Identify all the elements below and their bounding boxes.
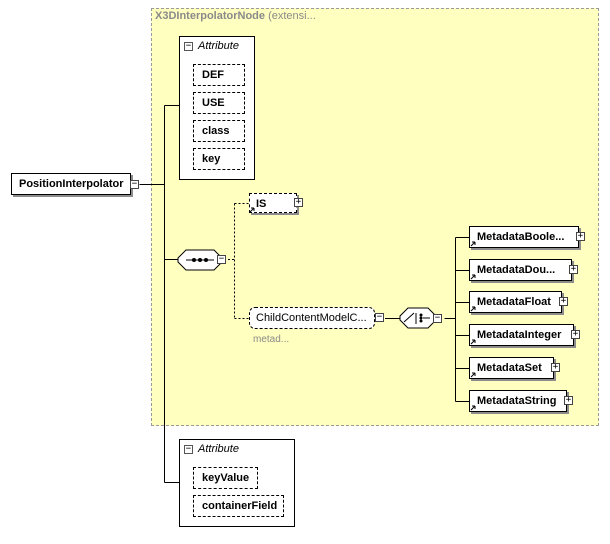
attribute-use[interactable]: USE <box>193 92 245 114</box>
attribute-collapse-icon[interactable]: − <box>184 444 193 454</box>
plus-icon[interactable]: + <box>559 296 568 306</box>
choice-element-metadata-set[interactable]: MetadataSet <box>469 357 554 379</box>
attribute-containerfield[interactable]: containerField <box>193 495 284 517</box>
attribute-class[interactable]: class <box>193 120 245 142</box>
is-element-label: IS <box>256 198 267 210</box>
choice-element-label: MetadataString <box>477 395 557 407</box>
attribute-collapse-icon[interactable]: − <box>184 41 193 51</box>
choice-element-metadata-integer[interactable]: MetadataInteger <box>469 324 574 346</box>
attribute-key[interactable]: key <box>193 148 245 170</box>
choice-element-metadata-boolean[interactable]: MetadataBoole... <box>469 226 579 248</box>
plus-icon[interactable]: + <box>571 329 580 339</box>
root-element-label: PositionInterpolator <box>19 178 124 190</box>
choice-collapse-icon[interactable]: − <box>433 313 442 323</box>
plus-icon[interactable]: + <box>564 395 573 405</box>
choice-element-metadata-string[interactable]: MetadataString <box>469 390 567 412</box>
extension-title-suffix: (extensi... <box>265 10 316 22</box>
child-content-group-box[interactable]: ChildContentModelC... <box>249 307 375 329</box>
choice-element-label: MetadataSet <box>477 362 542 374</box>
child-content-group-label: ChildContentModelC... <box>256 312 367 324</box>
attribute-def[interactable]: DEF <box>193 64 245 86</box>
is-element-box[interactable]: IS <box>249 193 297 213</box>
choice-element-label: MetadataBoole... <box>477 231 565 243</box>
choice-element-label: MetadataFloat <box>477 296 551 308</box>
extension-title-name: X3DInterpolatorNode <box>155 10 266 22</box>
choice-element-metadata-float[interactable]: MetadataFloat <box>469 291 562 313</box>
attribute-header: Attribute <box>198 40 239 52</box>
choice-element-label: MetadataDou... <box>477 264 556 276</box>
extension-title: X3DInterpolatorNode (extensi... <box>155 10 316 22</box>
root-element-box[interactable]: PositionInterpolator <box>11 173 131 195</box>
plus-icon[interactable]: + <box>294 197 303 207</box>
attribute-keyvalue[interactable]: keyValue <box>193 467 258 489</box>
minus-icon[interactable]: − <box>130 179 139 189</box>
group-annotation: metad... <box>253 334 290 345</box>
attribute-header: Attribute <box>198 443 239 455</box>
plus-icon[interactable]: + <box>551 362 560 372</box>
group-collapse-icon[interactable]: − <box>375 312 384 322</box>
sequence-collapse-icon[interactable]: − <box>217 254 226 264</box>
choice-element-label: MetadataInteger <box>477 329 562 341</box>
plus-icon[interactable]: + <box>569 264 578 274</box>
choice-element-metadata-double[interactable]: MetadataDou... <box>469 259 572 281</box>
plus-icon[interactable]: + <box>576 231 585 241</box>
